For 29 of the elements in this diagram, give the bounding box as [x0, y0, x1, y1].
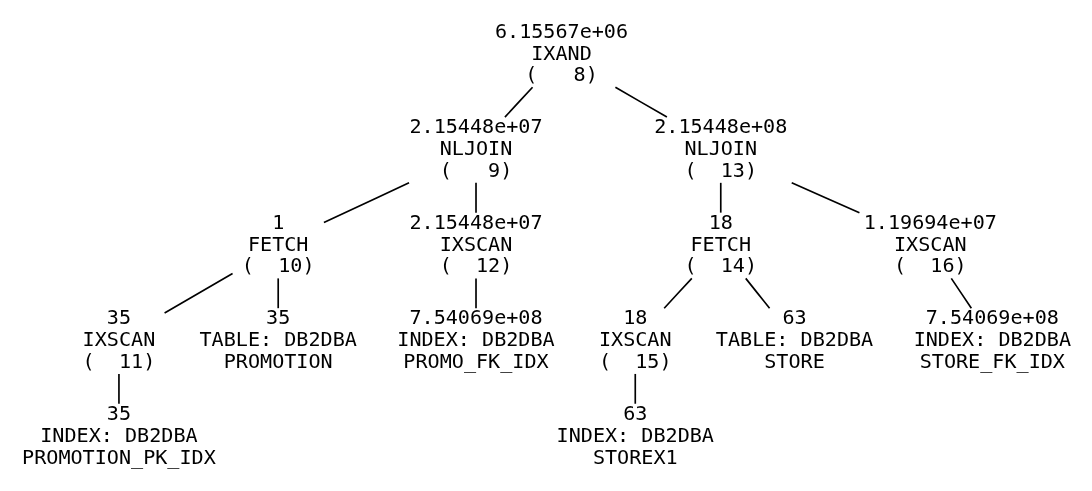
node-text: 18 IXSCAN ( 15): [598, 305, 672, 374]
connector: [504, 86, 534, 118]
node-text: 2.15448e+07 IXSCAN ( 12): [409, 209, 543, 278]
node-text: 35 INDEX: DB2DBA PROMOTION_PK_IDX: [22, 401, 216, 469]
node-text: 35 IXSCAN ( 11): [82, 305, 156, 374]
connector: [663, 277, 693, 310]
node-text: 63 TABLE: DB2DBA STORE: [715, 305, 874, 374]
connector: [475, 182, 477, 214]
connector: [634, 373, 637, 405]
connector: [790, 182, 861, 214]
node-text: 63 INDEX: DB2DBA STOREX1: [556, 401, 714, 469]
connector: [614, 86, 668, 118]
node-text: 18 FETCH ( 14): [684, 209, 758, 278]
connector: [744, 277, 771, 310]
node-text: 7.54069e+08 INDEX: DB2DBA PROMO_FK_IDX: [397, 305, 555, 374]
connector: [277, 277, 280, 310]
node-text: 1 FETCH ( 10): [241, 209, 315, 278]
node-text: 1.19694e+07 IXSCAN ( 16): [863, 209, 997, 278]
node-text: 35 TABLE: DB2DBA PROMOTION: [199, 305, 357, 374]
node-text: 2.15448e+07 NLJOIN ( 9): [409, 114, 543, 182]
node-text: 6.15567e+06 IXAND ( 8): [494, 18, 629, 87]
node-text: 2.15448e+08 NLJOIN ( 13): [654, 114, 788, 182]
node-text: 7.54069e+08 INDEX: DB2DBA STORE_FK_IDX: [913, 305, 1072, 374]
connector: [719, 182, 722, 214]
connector: [475, 277, 477, 310]
connector: [118, 373, 120, 405]
connector: [163, 272, 234, 314]
connector: [323, 182, 410, 224]
connector: [950, 277, 973, 310]
